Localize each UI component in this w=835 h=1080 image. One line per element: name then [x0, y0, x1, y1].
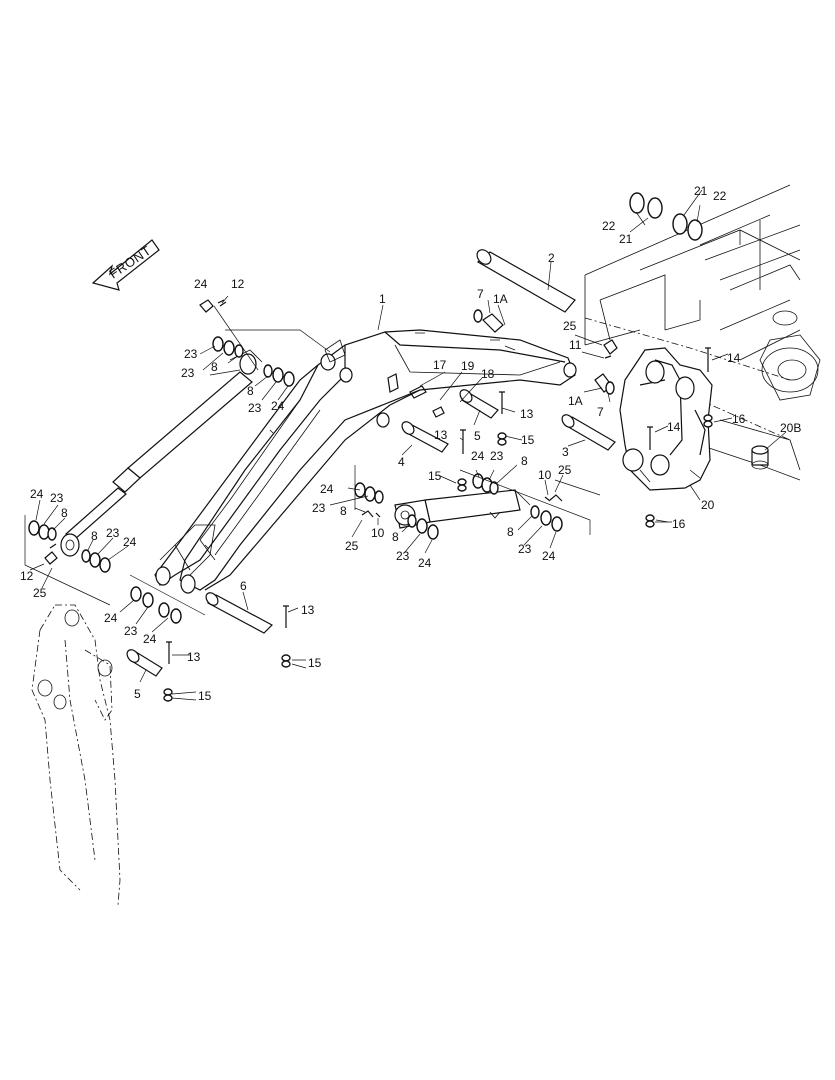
callout-14: 14	[727, 351, 741, 365]
machine-frame	[584, 184, 821, 481]
callout-15: 15	[308, 656, 322, 670]
callout-8: 8	[61, 506, 68, 520]
callout-23: 23	[490, 449, 504, 463]
callout-25: 25	[33, 586, 47, 600]
callout-24: 24	[143, 632, 157, 646]
callout-11: 11	[569, 338, 582, 352]
callout-4: 4	[398, 455, 405, 469]
callout-2: 2	[548, 251, 555, 265]
bolts-13	[166, 391, 505, 664]
callout-8: 8	[211, 360, 218, 374]
callout-7: 7	[597, 405, 604, 419]
callout-24: 24	[104, 611, 118, 625]
pin-5-mid	[459, 389, 499, 419]
callout-24: 24	[471, 449, 485, 463]
swing-bracket	[619, 347, 713, 491]
callout-15: 15	[428, 469, 442, 483]
callout-8: 8	[521, 454, 528, 468]
callout-22: 22	[602, 219, 616, 233]
callout-25: 24	[194, 277, 208, 291]
callout-8: 8	[392, 530, 399, 544]
callout-19: 19	[461, 359, 475, 373]
callout-8: 8	[247, 384, 254, 398]
callout-10: 10	[538, 468, 552, 482]
callout-23: 23	[396, 549, 410, 563]
callout-23: 23	[312, 501, 326, 515]
callout-22: 22	[713, 189, 727, 203]
arm-phantom	[31, 604, 121, 906]
callout-10: 10	[371, 526, 385, 540]
callout-24: 23	[184, 347, 198, 361]
callout-24: 24	[542, 549, 556, 563]
callout-23: 23	[124, 624, 138, 638]
callout-13: 13	[187, 650, 201, 664]
callout-21: 21	[694, 184, 708, 198]
callout-5: 5	[134, 687, 141, 701]
callout-8: 8	[340, 504, 347, 518]
small-hardware	[44, 299, 618, 565]
callout-13: 13	[520, 407, 534, 421]
pin-3	[561, 414, 616, 451]
callout-12: 12	[20, 569, 34, 583]
callout-23: 23	[106, 526, 120, 540]
callout-24: 24	[271, 399, 285, 413]
callout-13: 13	[301, 603, 315, 617]
group-brackets	[24, 329, 601, 616]
callout-3: 3	[562, 445, 569, 459]
front-label: FRONT	[106, 243, 154, 282]
callout-14: 14	[667, 420, 681, 434]
callout-15: 15	[198, 689, 212, 703]
callout-16: 16	[732, 412, 746, 426]
callout-25: 25	[558, 463, 572, 477]
nuts-15-16	[163, 414, 713, 702]
front-arrow-icon: FRONT	[91, 239, 160, 291]
pin-4	[401, 421, 449, 453]
callout-24: 24	[320, 482, 334, 496]
callout-1a: 1A	[493, 292, 508, 306]
leader-lines	[29, 189, 787, 701]
pin-5-low	[126, 649, 163, 677]
callout-8: 8	[91, 529, 98, 543]
callout-21: 21	[619, 232, 633, 246]
callout-25: 25	[345, 539, 359, 553]
callout-15: 15	[521, 433, 535, 447]
callout-17: 17	[433, 358, 447, 372]
callout-20: 20	[701, 498, 715, 512]
callout-8: 8	[507, 525, 514, 539]
callout-23: 23	[181, 366, 195, 380]
boom-assembly	[154, 329, 577, 594]
callout-1a: 1A	[568, 394, 583, 408]
callout-20b: 20B	[780, 421, 801, 435]
callout-25: 25	[563, 319, 577, 333]
callout-23: 23	[50, 491, 64, 505]
boom-cylinder	[60, 349, 263, 557]
bushing-20b	[751, 445, 769, 470]
callout-5: 5	[474, 429, 481, 443]
callout-7: 7	[477, 287, 484, 301]
callout-24: 24	[123, 535, 137, 549]
callout-13: 13	[434, 428, 448, 442]
pin-2	[476, 249, 576, 313]
callouts: 1 1A 1A 2 3 4 5 5 6 7 7 8 8 8 8 8 8 8 8 …	[20, 184, 801, 703]
bolts-14	[647, 347, 711, 450]
callout-23: 23	[518, 542, 532, 556]
callout-1: 1	[379, 292, 386, 306]
callout-12: 12	[231, 277, 245, 291]
callout-24: 24	[418, 556, 432, 570]
callout-18: 18	[481, 367, 495, 381]
shim-rings	[28, 192, 703, 624]
callout-16: 16	[672, 517, 686, 531]
callout-24: 24	[30, 487, 44, 501]
callout-23: 23	[248, 401, 262, 415]
pin-6	[205, 592, 273, 634]
callout-6: 6	[240, 579, 247, 593]
